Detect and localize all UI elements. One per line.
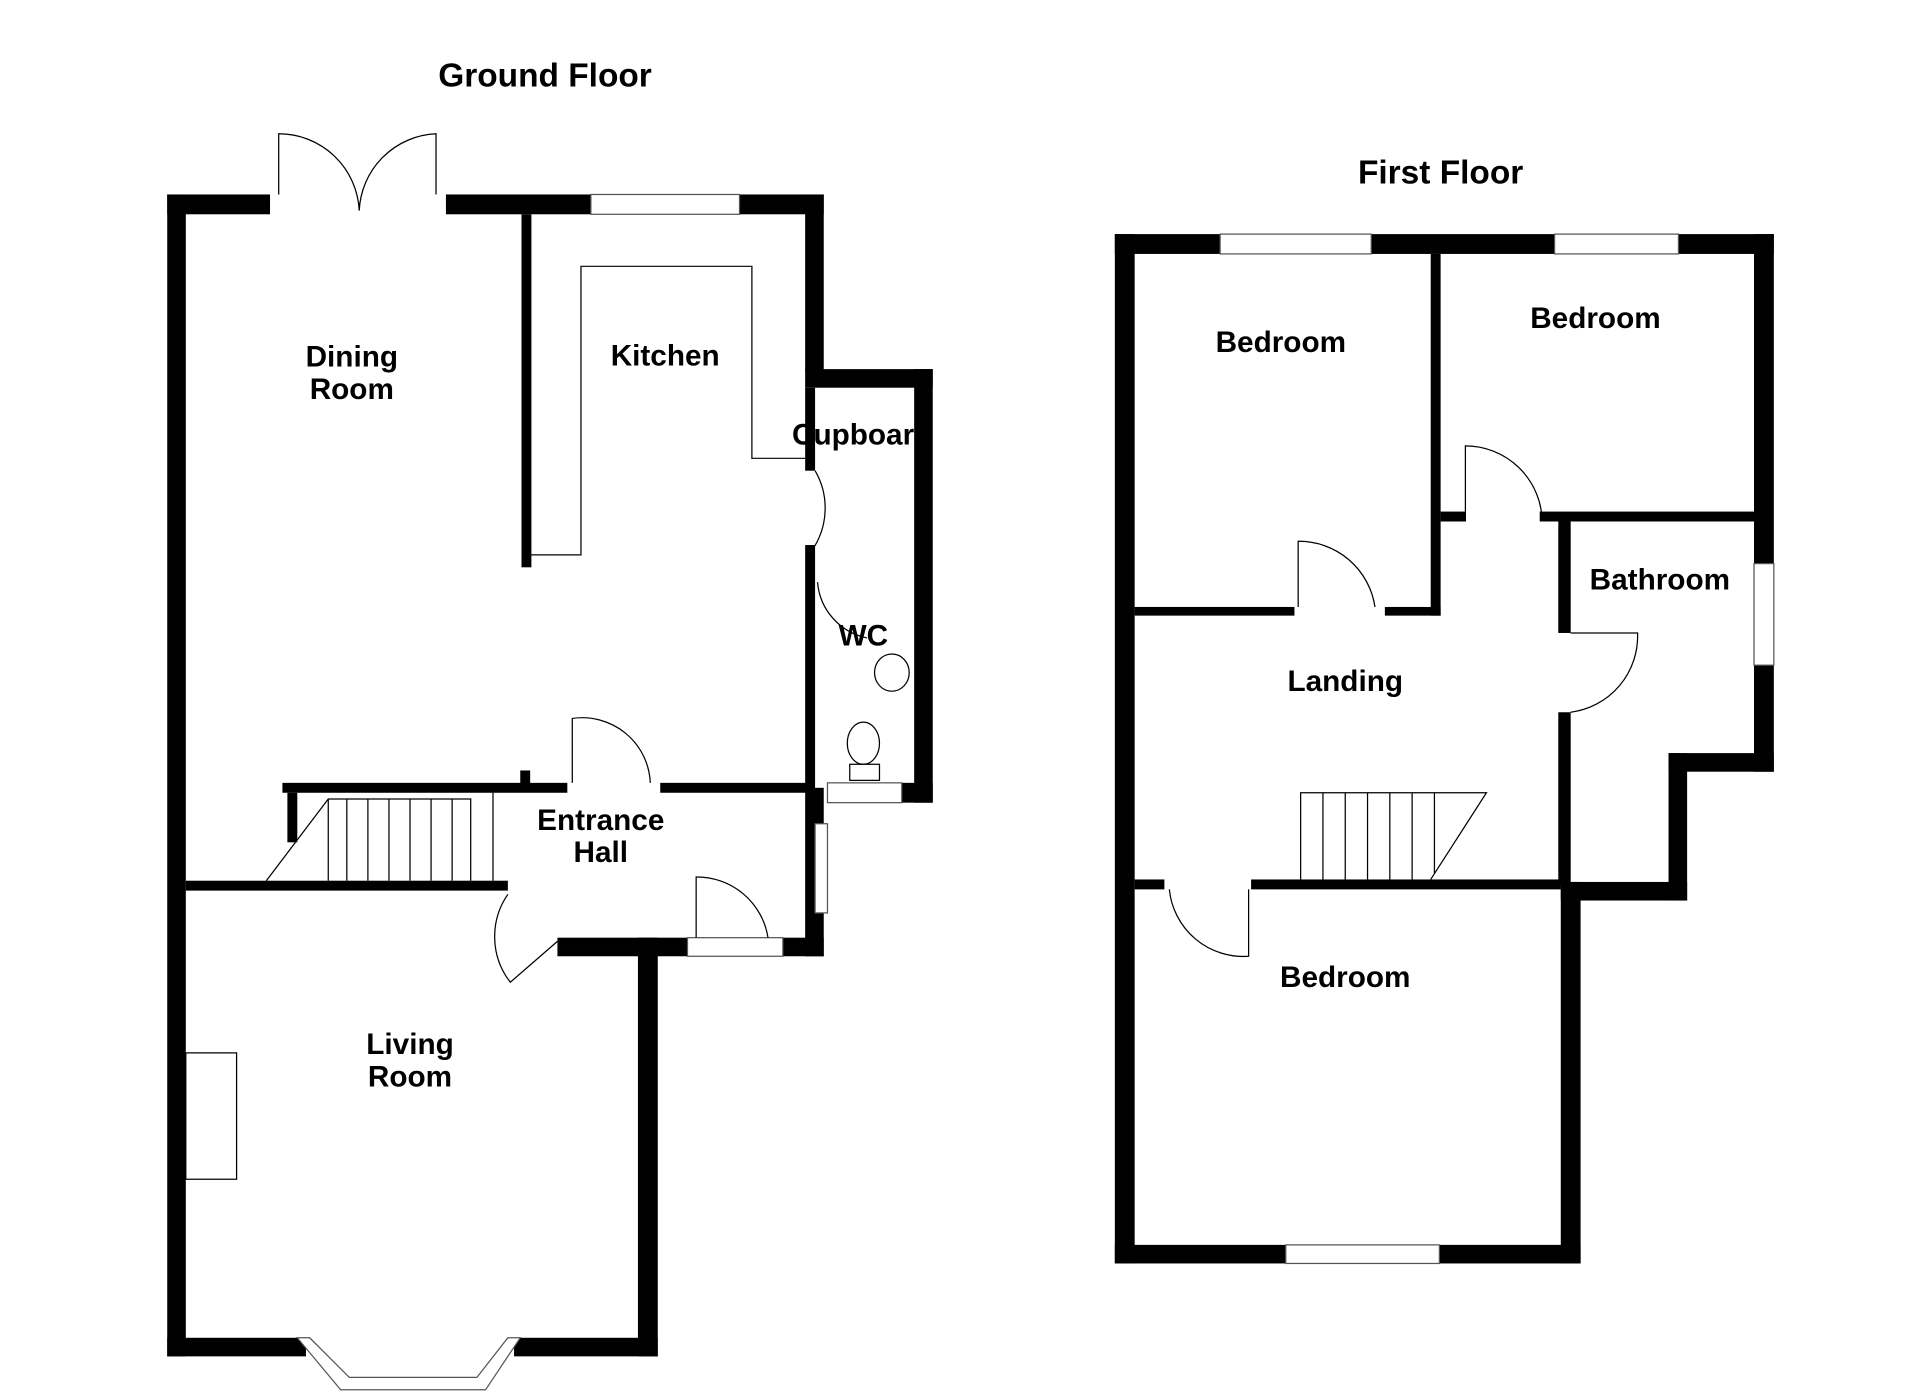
front-door-step	[686, 937, 784, 957]
hall-window	[814, 823, 829, 914]
entrance-hall-label: Entrance	[537, 804, 664, 837]
bedroom-door	[1168, 889, 1250, 958]
cupboard-label: Cupboard	[792, 419, 932, 452]
bedroom-door	[1464, 445, 1543, 522]
front-door	[695, 876, 769, 938]
ground-floor-title: Ground Floor	[438, 58, 652, 95]
french-doors	[278, 133, 437, 211]
first-floor-fixtures	[1168, 233, 1775, 1265]
bedroom-label: Bedroom	[1530, 302, 1660, 335]
wc-window	[826, 782, 903, 804]
fireplace	[185, 1052, 238, 1180]
wc-cistern	[849, 763, 881, 781]
living-room-label: Room	[368, 1060, 452, 1093]
bedroom-window	[1285, 1244, 1441, 1265]
dining-room-label: Room	[310, 373, 394, 406]
bathroom-label: Bathroom	[1590, 564, 1730, 597]
bay-window	[295, 1337, 522, 1391]
living-door	[494, 893, 558, 984]
ground-floor-walls	[167, 194, 933, 1357]
first-floor-walls	[1114, 234, 1774, 1264]
kitchen-window	[590, 193, 741, 215]
kitchen-label: Kitchen	[611, 339, 720, 372]
bathroom-window	[1753, 562, 1775, 666]
dining-room-label: Dining	[306, 341, 398, 374]
wc-basin	[873, 653, 910, 692]
ground-stairs	[265, 792, 494, 882]
cupboard-door	[810, 470, 826, 552]
wc-door	[816, 582, 868, 639]
ground-floor-fixtures	[185, 133, 910, 1391]
kitchen-worktop	[531, 265, 806, 556]
bedroom-door	[1297, 540, 1376, 608]
wc-toilet	[846, 721, 881, 765]
living-room-label: Living	[366, 1028, 454, 1061]
entrance-hall-label: Hall	[574, 836, 629, 869]
bedroom-label: Bedroom	[1216, 326, 1346, 359]
bedroom-label: Bedroom	[1280, 961, 1410, 994]
first-floor-title: First Floor	[1358, 154, 1523, 191]
bathroom-door	[1570, 632, 1639, 713]
bedroom-window	[1553, 233, 1680, 255]
wc-label: WC	[839, 619, 889, 652]
hall-door	[571, 717, 651, 783]
landing-label: Landing	[1287, 665, 1403, 698]
first-stairs	[1300, 792, 1488, 880]
bedroom-window	[1219, 233, 1372, 255]
